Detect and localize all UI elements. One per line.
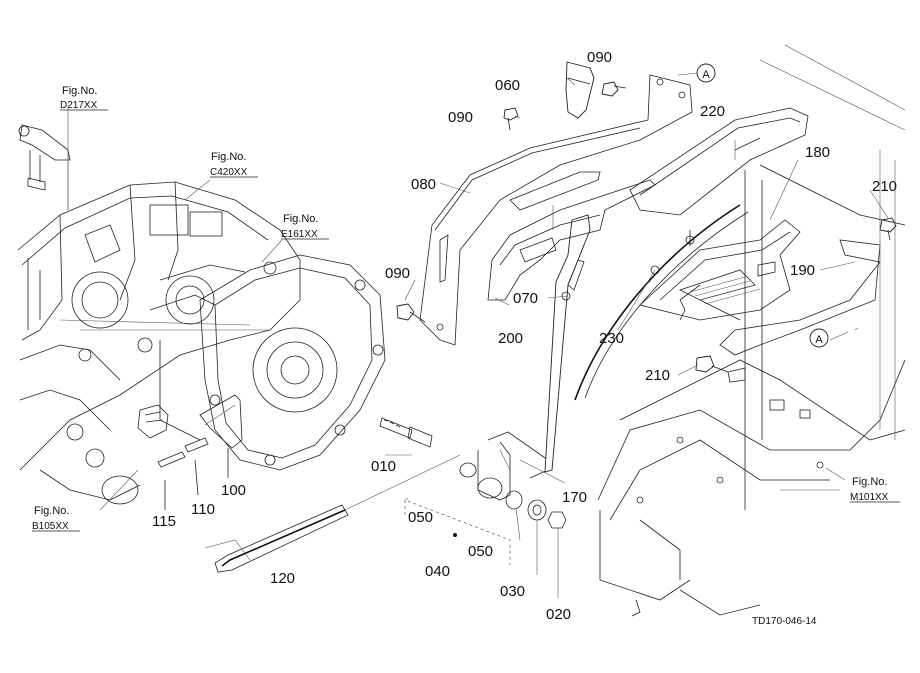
part-115: 115 <box>152 513 176 530</box>
cover-230 <box>574 204 749 401</box>
fig-ref-b105-code: B105XX <box>32 521 69 532</box>
knob-060 <box>565 61 595 119</box>
fig-ref-d217-label: Fig.No. <box>62 85 97 97</box>
part-100: 100 <box>221 482 246 499</box>
part-190: 190 <box>790 262 815 279</box>
bracket-100 <box>199 394 243 449</box>
part-020: 020 <box>546 606 571 623</box>
bolt-210-center <box>695 355 729 373</box>
fig-ref-m101-code: M101XX <box>850 492 889 503</box>
left-bracket-parts <box>137 394 243 510</box>
guide-plate-080 <box>419 74 693 346</box>
fig-ref-c420-code: C420XX <box>210 167 248 178</box>
part-220: 220 <box>700 103 725 120</box>
fig-ref-e161-code: E161XX <box>281 229 318 240</box>
part-080: 080 <box>411 176 436 193</box>
fig-ref-m101-label: Fig.No. <box>852 476 887 488</box>
bolt-090-mid <box>503 107 519 131</box>
part-170: 170 <box>562 489 587 506</box>
part-010: 010 <box>371 458 396 475</box>
part-070: 070 <box>513 290 538 307</box>
gate-plate-200 <box>487 179 656 301</box>
part-090-left: 090 <box>385 265 410 282</box>
part-030: 030 <box>500 583 525 600</box>
lever-070 <box>544 205 591 473</box>
callout-a-top: A <box>696 63 716 83</box>
part-060: 060 <box>495 77 520 94</box>
part-180: 180 <box>805 144 830 161</box>
fig-ref-e161-label: Fig.No. <box>283 213 318 225</box>
pin-115 <box>157 451 186 468</box>
part-090-mid: 090 <box>448 109 473 126</box>
fig-ref-b105-label: Fig.No. <box>34 505 69 517</box>
callout-a-top-label: A <box>702 69 710 81</box>
part-210-right: 210 <box>872 178 897 195</box>
clutch-housing <box>149 254 386 471</box>
frame-right <box>597 44 906 617</box>
part-090-top: 090 <box>587 49 612 66</box>
bolt-090-top <box>601 81 627 97</box>
fig-ref-m101: Fig.No. M101XX <box>850 476 900 503</box>
part-110: 110 <box>191 501 215 518</box>
part-040: 040 <box>425 563 450 580</box>
part-labels: 060 090 090 220 080 180 210 090 190 070 … <box>152 49 897 623</box>
shift-lever-assembly <box>18 124 71 210</box>
transmission-housing <box>17 181 301 505</box>
drawing-code: TD170-046-14 <box>752 616 817 627</box>
fig-ref-c420-label: Fig.No. <box>211 151 246 163</box>
part-230: 230 <box>599 330 624 347</box>
rod-120 <box>204 504 349 573</box>
part-210-center: 210 <box>645 367 670 384</box>
pin-110 <box>184 437 209 453</box>
shaft-assembly-040 <box>344 431 567 565</box>
leader-lines <box>67 72 889 598</box>
fig-ref-b105: Fig.No. B105XX <box>32 505 80 532</box>
bolt-090-left <box>396 303 426 323</box>
plate-220 <box>629 107 809 216</box>
part-050-right: 050 <box>468 543 493 560</box>
bolt-210-right <box>879 217 897 241</box>
part-200: 200 <box>498 330 523 347</box>
part-120: 120 <box>270 570 295 587</box>
part-050-left: 050 <box>408 509 433 526</box>
fig-ref-c420: Fig.No. C420XX <box>210 151 258 178</box>
mechanism-180-190 <box>639 219 881 383</box>
fig-ref-d217: Fig.No. D217XX <box>60 85 108 111</box>
fig-ref-d217-code: D217XX <box>60 100 98 111</box>
fig-ref-e161: Fig.No. E161XX <box>281 213 329 240</box>
bolt-010 <box>379 417 433 456</box>
callout-a-right-label: A <box>815 334 823 346</box>
callout-a-right: A <box>809 328 829 348</box>
